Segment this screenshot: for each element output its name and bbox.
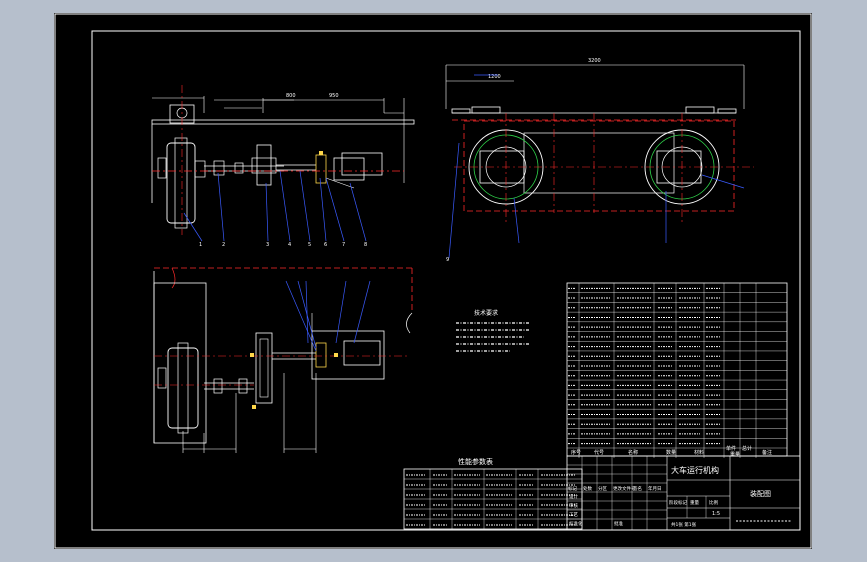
hdr-mat: 材料: [694, 449, 704, 456]
role-review: 审核: [569, 502, 578, 509]
view-side-elevation: 800 950: [151, 85, 415, 248]
hdr-qty: 数量: [666, 449, 676, 456]
hdr-weight: 重量: [730, 451, 740, 458]
technical-notes: 技术要求: [456, 309, 530, 352]
outer-frame: [54, 13, 812, 549]
stage-labels: 阶段标记 重量 比例: [669, 499, 718, 506]
sheet-info: 共1张 第1张: [671, 521, 697, 528]
balloon-2: 2: [222, 242, 225, 248]
hdr-seq: 序号: [571, 449, 581, 456]
balloon-4: 4: [288, 242, 291, 248]
parts-list: 序号 代号 名称 数量 材料 单件 总计 重量 备注: [566, 282, 788, 458]
parts-header: 序号 代号 名称 数量 材料 单件 总计 重量 备注: [571, 445, 772, 458]
svg-text:3200: 3200: [588, 58, 601, 64]
view-end-carriage: 3200 1200 9: [445, 58, 754, 263]
view-plan: [153, 267, 413, 453]
hdr-remark: 备注: [762, 449, 772, 456]
drawing-title: 大车运行机构: [671, 465, 719, 475]
balloon-6: 6: [324, 242, 327, 248]
role-design: 设计: [569, 493, 578, 500]
rev-mark: 标记: [568, 485, 577, 492]
svg-text:1200: 1200: [488, 74, 501, 80]
role-approve: 批准: [614, 520, 623, 527]
drawing-sheet: 800 950: [54, 13, 812, 549]
inner-frame: [91, 30, 801, 531]
balloon-7: 7: [342, 242, 345, 248]
role-labels: 设计 审核 工艺 标准化 批准: [569, 493, 623, 527]
role-standard: 标准化: [569, 520, 583, 527]
svg-text:800: 800: [286, 93, 296, 99]
hdr-total: 总计: [742, 445, 752, 452]
rev-zone: 分区: [598, 485, 607, 492]
drawing-scale: 1:5: [712, 511, 720, 517]
hdr-code: 代号: [594, 449, 604, 456]
rev-sign: 签名: [633, 485, 642, 492]
balloon-8: 8: [364, 242, 367, 248]
perf-heading: 性能参数表: [458, 457, 493, 466]
rev-date: 年月日: [648, 485, 662, 492]
notes-heading: 技术要求: [474, 309, 498, 317]
balloon-5: 5: [308, 242, 311, 248]
hdr-name: 名称: [628, 449, 638, 456]
stage-scale: 比例: [709, 499, 718, 506]
drawing-type: 装配图: [750, 489, 771, 498]
hdr-unit: 单件: [726, 445, 736, 452]
title-block: 标记 处数 分区 更改文件号 签名 年月日 设计 审核 工艺 标准化 批准 阶段…: [566, 455, 801, 531]
cad-drawing: 800 950: [54, 13, 812, 549]
stage-mark: 阶段标记: [669, 499, 687, 506]
performance-table: 性能参数表: [403, 457, 583, 530]
svg-text:950: 950: [329, 93, 339, 99]
rev-count: 处数: [583, 485, 592, 492]
balloon-3: 3: [266, 242, 269, 248]
stage-weight: 重量: [690, 499, 699, 506]
revision-header: 标记 处数 分区 更改文件号 签名 年月日: [568, 485, 662, 492]
rev-doc: 更改文件号: [613, 485, 636, 492]
balloon-9: 9: [446, 257, 449, 263]
view1-balloons: 1 2 3 4 5 6 7 8: [199, 242, 367, 248]
balloon-1: 1: [199, 242, 202, 248]
role-process: 工艺: [569, 512, 578, 518]
